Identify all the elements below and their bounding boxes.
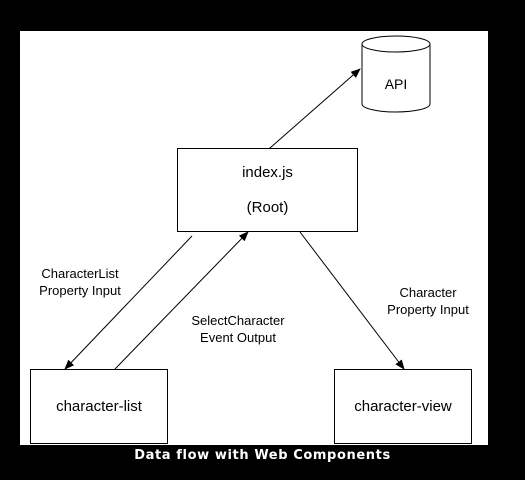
list-property-input-label: CharacterList Property Input (39, 266, 121, 298)
view-property-input-arrow (299, 231, 405, 370)
api-root-connector (260, 68, 361, 157)
root-title: index.js (242, 164, 293, 181)
root-subtitle: (Root) (246, 199, 289, 216)
figure-caption: Data flow with Web Components (134, 448, 391, 463)
view-property-input-label: Character Property Input (387, 285, 469, 317)
list-property-input-arrow (64, 235, 193, 370)
character-list-node: character-list (30, 369, 168, 444)
event-output-label: SelectCharacter Event Output (191, 313, 285, 345)
api-cylinder-icon (361, 35, 431, 113)
select-character-event-arrow (114, 231, 249, 370)
character-view-node: character-view (334, 369, 472, 444)
connector-layer (64, 35, 431, 370)
root-node: index.js (Root) (177, 148, 358, 232)
api-label: API (384, 76, 408, 92)
diagram-canvas: API index.js (Root) character-list chara… (20, 31, 488, 445)
